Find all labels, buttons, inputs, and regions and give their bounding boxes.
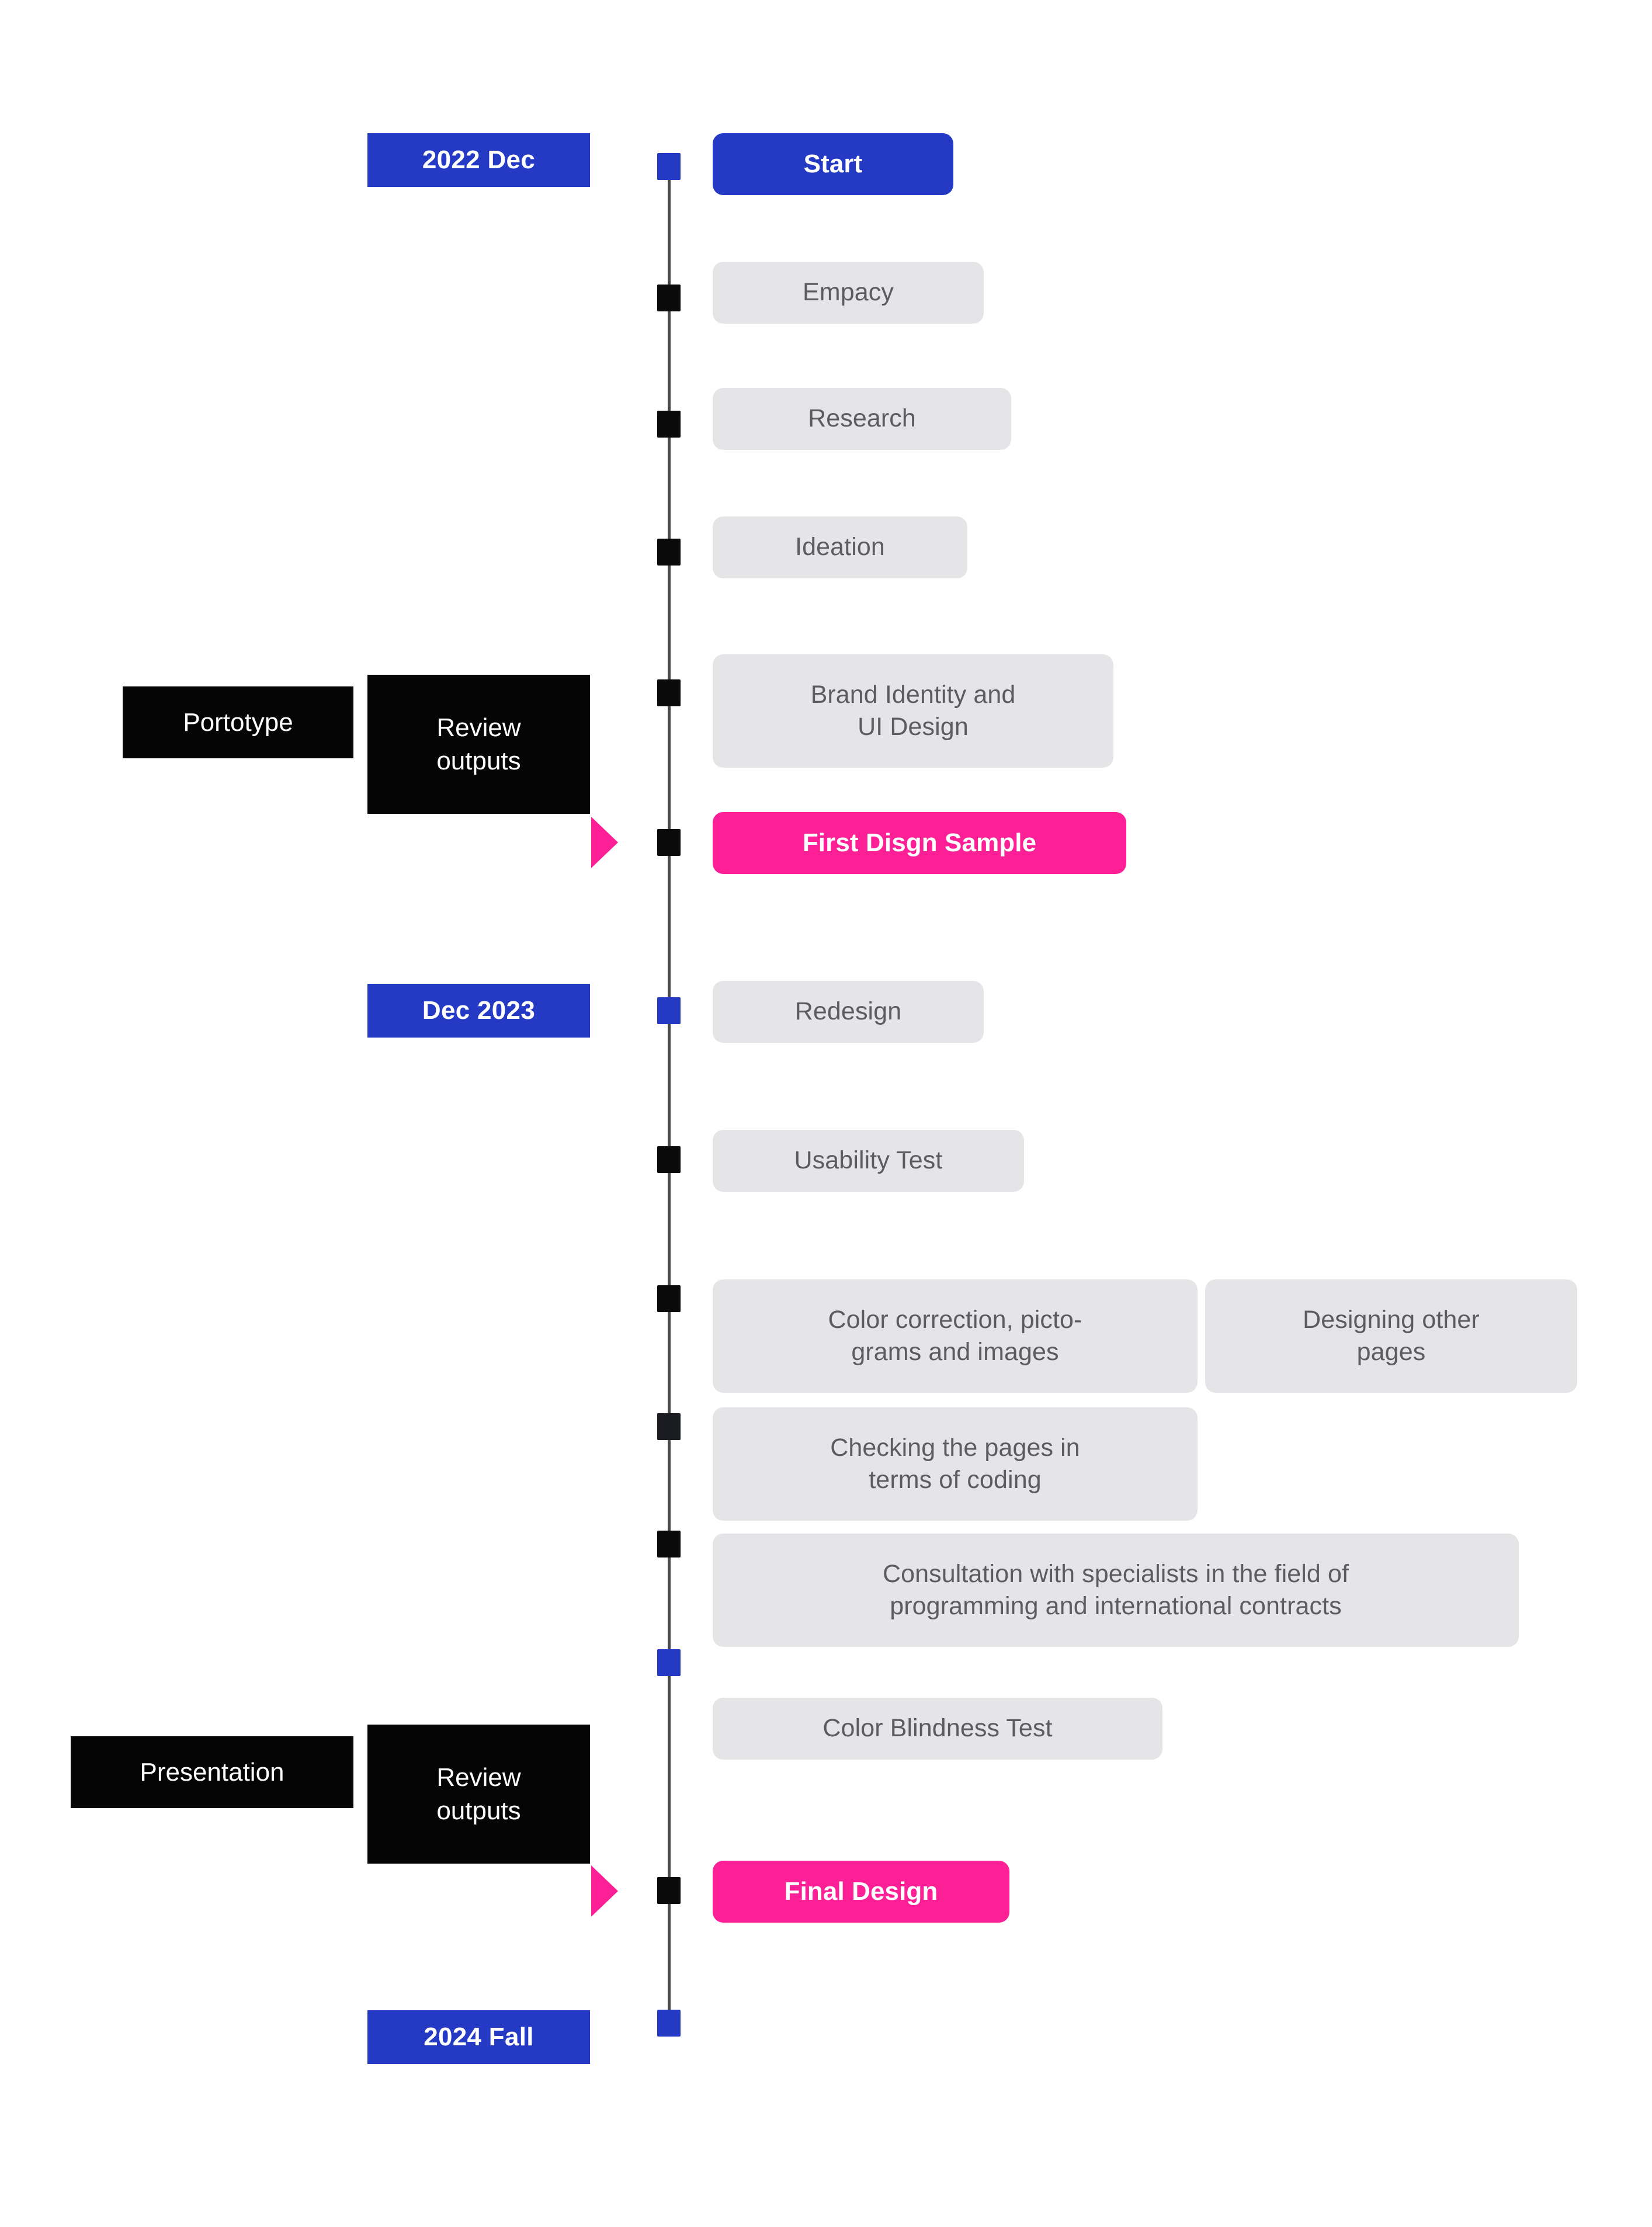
timeline-marker-first-design xyxy=(657,829,681,856)
phase-chip-portotype: Portotype xyxy=(123,686,353,758)
step-label-line2: grams and images xyxy=(851,1338,1059,1366)
step-empacy[interactable]: Empacy xyxy=(713,262,984,324)
step-label: Color Blindness Test xyxy=(822,1714,1053,1743)
timeline-marker-empacy xyxy=(657,285,681,311)
step-usability-test[interactable]: Usability Test xyxy=(713,1130,1024,1192)
step-label-line2: programming and international contracts xyxy=(890,1592,1342,1620)
step-label: Final Design xyxy=(784,1876,938,1906)
pink-arrow-icon-first-design xyxy=(591,817,618,868)
date-chip-label: Dec 2023 xyxy=(422,996,536,1025)
step-research[interactable]: Research xyxy=(713,388,1011,450)
phase-chip-presentation: Presentation xyxy=(71,1736,353,1808)
step-consultation[interactable]: Consultation with specialists in the fie… xyxy=(713,1534,1519,1647)
step-label-line1: Checking the pages in xyxy=(830,1433,1080,1462)
date-chip-2024-fall: 2024 Fall xyxy=(367,2010,590,2064)
step-first-design-sample[interactable]: First Disgn Sample xyxy=(713,812,1126,874)
step-label-line1: Brand Identity and xyxy=(810,680,1016,709)
step-label-line1: Color correction, picto- xyxy=(828,1305,1082,1334)
timeline-marker-usability xyxy=(657,1146,681,1173)
step-label: Start xyxy=(803,149,863,178)
step-final-design[interactable]: Final Design xyxy=(713,1861,1009,1923)
step-label-line1: Designing other xyxy=(1303,1305,1480,1334)
step-label-line2: pages xyxy=(1356,1338,1426,1366)
step-designing-other-pages[interactable]: Designing other pages xyxy=(1205,1279,1577,1393)
timeline-marker-final-design xyxy=(657,1877,681,1904)
timeline-marker-research xyxy=(657,411,681,438)
step-label-line1: Consultation with specialists in the fie… xyxy=(882,1559,1349,1588)
date-chip-label: 2024 Fall xyxy=(424,2023,534,2051)
timeline-marker-color-blindness xyxy=(657,1649,681,1676)
step-color-correction[interactable]: Color correction, picto- grams and image… xyxy=(713,1279,1198,1393)
step-redesign[interactable]: Redesign xyxy=(713,981,984,1043)
step-ideation[interactable]: Ideation xyxy=(713,516,967,578)
timeline-marker-consultation xyxy=(657,1531,681,1557)
date-chip-label: 2022 Dec xyxy=(422,145,536,174)
timeline-marker-redesign xyxy=(657,997,681,1024)
step-checking-pages[interactable]: Checking the pages in terms of coding xyxy=(713,1407,1198,1521)
review-chip-line2: outputs xyxy=(436,747,521,775)
timeline-marker-ideation xyxy=(657,539,681,566)
review-chip-line1: Review xyxy=(436,713,521,742)
timeline-axis xyxy=(668,173,671,2035)
step-label-line2: terms of coding xyxy=(869,1466,1042,1494)
step-start[interactable]: Start xyxy=(713,133,953,195)
review-chip-outputs-1: Review outputs xyxy=(367,675,590,814)
review-chip-outputs-2: Review outputs xyxy=(367,1725,590,1864)
step-label: Redesign xyxy=(794,997,902,1026)
pink-arrow-icon-final-design xyxy=(591,1865,618,1917)
step-label: Ideation xyxy=(795,533,885,561)
timeline-marker-color-correction xyxy=(657,1285,681,1312)
date-chip-dec-2023: Dec 2023 xyxy=(367,984,590,1038)
timeline-marker-checking-pages xyxy=(657,1413,681,1440)
step-label-line2: UI Design xyxy=(858,713,969,741)
step-label: Usability Test xyxy=(794,1146,943,1175)
review-chip-line1: Review xyxy=(436,1763,521,1792)
step-label: Empacy xyxy=(803,278,894,307)
phase-chip-label: Presentation xyxy=(140,1757,284,1787)
date-chip-2022-dec: 2022 Dec xyxy=(367,133,590,187)
timeline-marker-start xyxy=(657,153,681,180)
timeline-marker-brand-identity xyxy=(657,679,681,706)
step-brand-identity[interactable]: Brand Identity and UI Design xyxy=(713,654,1113,768)
step-label: First Disgn Sample xyxy=(802,828,1037,857)
timeline-marker-end xyxy=(657,2010,681,2037)
phase-chip-label: Portotype xyxy=(183,707,293,737)
review-chip-line2: outputs xyxy=(436,1796,521,1825)
step-color-blindness-test[interactable]: Color Blindness Test xyxy=(713,1698,1162,1760)
step-label: Research xyxy=(808,404,916,433)
